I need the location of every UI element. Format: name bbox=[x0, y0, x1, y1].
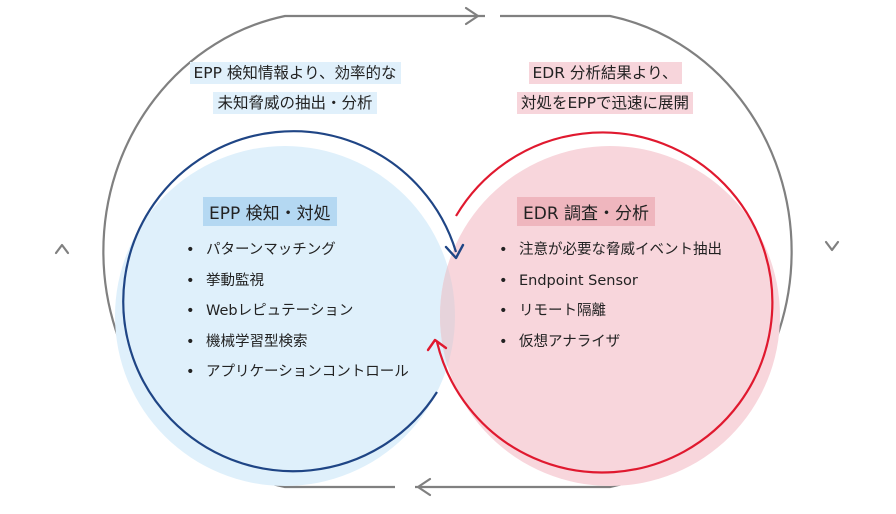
arrow-top-right-icon bbox=[464, 6, 480, 26]
caption-right-line2: 対処をEPPで迅速に展開 bbox=[517, 92, 693, 114]
edr-circle-outline bbox=[435, 131, 774, 474]
epp-circle-outline bbox=[122, 130, 458, 473]
edr-item: 仮想アナライザ bbox=[497, 327, 727, 358]
arrow-edr-to-epp-icon bbox=[426, 338, 448, 352]
edr-item: 注意が必要な脅威イベント抽出 bbox=[497, 235, 727, 266]
epp-to-edr-caption: EPP 検知情報より、効率的な 未知脅威の抽出・分析 bbox=[150, 58, 440, 118]
arrow-epp-to-edr-icon bbox=[444, 243, 465, 260]
edr-feature-list: 注意が必要な脅威イベント抽出 Endpoint Sensor リモート隔離 仮想… bbox=[497, 235, 727, 357]
epp-item: パターンマッチング bbox=[184, 235, 414, 266]
edr-to-epp-caption: EDR 分析結果より、 対処をEPPで迅速に展開 bbox=[490, 58, 720, 118]
epp-feature-list: パターンマッチング 挙動監視 Webレピュテーション 機械学習型検索 アプリケー… bbox=[184, 235, 414, 388]
arrow-right-down-icon bbox=[824, 240, 840, 252]
caption-left-line1: EPP 検知情報より、効率的な bbox=[189, 62, 401, 84]
caption-left-line2: 未知脅威の抽出・分析 bbox=[213, 92, 377, 114]
edr-item: Endpoint Sensor bbox=[497, 266, 727, 297]
epp-item: アプリケーションコントロール bbox=[184, 357, 414, 388]
arrow-bottom-left-icon bbox=[416, 477, 432, 497]
edr-item: リモート隔離 bbox=[497, 296, 727, 327]
arrow-left-up-icon bbox=[54, 243, 70, 255]
epp-title: EPP 検知・対処 bbox=[203, 197, 337, 226]
epp-item: 機械学習型検索 bbox=[184, 327, 414, 358]
edr-title: EDR 調査・分析 bbox=[517, 197, 656, 226]
caption-right-line1: EDR 分析結果より、 bbox=[528, 62, 682, 84]
epp-item: 挙動監視 bbox=[184, 266, 414, 297]
epp-item: Webレピュテーション bbox=[184, 296, 414, 327]
